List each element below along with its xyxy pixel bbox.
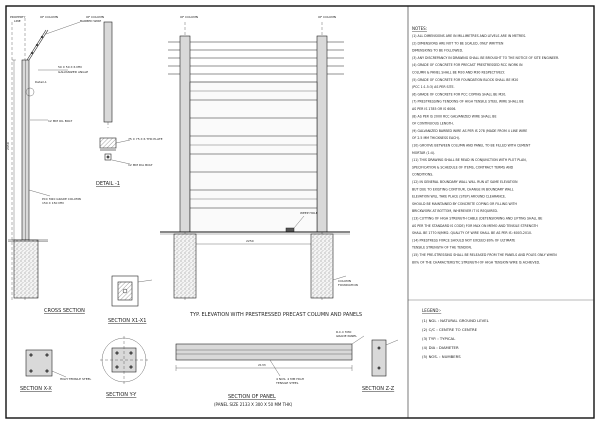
of-column-label-4: OF COLUMN [318,15,336,19]
note-line: (11) THIS DRAWING SHALL BE READ IN CONJU… [412,158,527,162]
of-column-label-1: OF COLUMN [40,15,58,19]
of-column-label-2: OF COLUMN [86,15,104,19]
note-line: TENSILE STRENGTH OF THE TENDON. [411,246,472,250]
angle-size-label: 50 X 50 X 6 MM [58,65,82,69]
section-xx-title: SECTION X-X [20,386,52,392]
cross-section-view: PROPERTY LINE OF COLUMN BARBED WIRE 50 X… [6,15,101,314]
legend-item: (3) TYP. : TYPICAL [422,336,456,341]
note-line: 80% OF THE CHARACTERISTIC STRENGTH OF HI… [412,260,540,264]
legend-item: (2) C/C : CENTRE TO CENTRE [422,327,478,332]
note-line: (6) GRADE OF CONCRETE FOR PCC COPING SHA… [412,92,506,96]
elevation-view: OF COLUMN OF COLUMN WEEP HOLE [160,15,362,318]
panel-size-label: (PANEL SIZE 2133 X 300 X 50 MM THK) [214,402,293,407]
detail-1-title: DETAIL -1 [96,181,120,187]
note-line: CONDITIONS. [412,173,433,177]
note-line: AS PER IS 1785 OR IS 6006. [412,107,456,111]
note-line: OF CONTINUOUS LENGTH. [412,122,454,126]
detail-1-view: OF COLUMN 75 X 75 X 6 THK PLATE 12 MM DI… [86,15,163,187]
legend-block: LEGEND:- (1) NGL : NATURAL GROUND LEVEL (… [422,308,490,359]
section-panel-title: SECTION OF PANEL [228,394,276,400]
hts-label-xx: HIGH TENSILE STEEL [60,377,91,381]
note-line: OF 2.5 MM THICKNESS EACH). [412,136,460,140]
oil-bolt-label: 12 MM OIL BOLT [48,119,72,123]
rcc-m30-label: R.C.C M30 [336,330,352,334]
property-line-label-2: LINE [14,19,21,23]
note-line: (8) AS PER IS 2000 RCC GALVANIZED WIRE S… [412,114,496,118]
legend-item: (5) NOS. : NUMBERS [422,354,461,359]
notes-block: NOTES: (1) ALL DIMENSIONS ARE IN MILLIME… [411,26,559,264]
property-line-label: PROPERTY [10,15,26,19]
note-line: (7) PRESTRESSING TENDONS OF HIGH TENSILE… [412,100,524,104]
pcc-size-label: 150 X 150 MM [42,201,64,205]
elevation-title: TYP. ELEVATION WITH PRESTRESSED PRECAST … [189,312,362,318]
column-foundation-label: COLUMN [338,279,351,283]
dim-2250: 2250 [246,239,254,243]
note-line: (9) GALVANIZED BARBED WIRE AS PER IS 278… [412,129,527,133]
hts-label-panel-2: TENSILE STEEL [275,381,299,385]
cross-section-title: CROSS SECTION [44,308,85,314]
weep-hole-label: WEEP HOLE [300,211,318,215]
note-line: (10) GROOVE BETWEEN COLUMN AND PANEL TO … [412,144,530,148]
note-line: COLUMN & PANEL SHALL BE M30 AND M30 RESP… [412,71,505,75]
note-line: (4) GRADE OF CONCRETE FOR PRECAST PRESTR… [412,63,523,67]
section-xx-view: HIGH TENSILE STEEL SECTION X-X [20,349,91,392]
note-line: (12) IN GENERAL BOUNDARY WALL WILL RUN A… [412,180,518,184]
column-foundation-label-2: FOUNDATION [338,283,358,287]
note-line: SHALL BE 1770 N/MM2. QUALITY OF WIRE SHA… [412,231,532,235]
legend-item: (4) DIA : DIAMETER [422,345,459,350]
section-x1x1-view: SECTION X1-X1 [108,275,153,324]
barbed-wire-label: BARBED WIRE [80,19,101,23]
section-yy-title: SECTION Y-Y [106,392,137,398]
note-line: (3) ANY DISCREPANCY IN DRAWING SHALL BE … [412,56,559,60]
note-line: BUT DUE TO EXISTING CONTOUR, CHANGE IN B… [412,187,514,191]
note-line: (13) CUTTING OF HIGH STRENGTH CABLE (DET… [412,217,542,221]
note-line: MORTAR (1:4). [412,151,435,155]
section-of-panel-view: 2133 R.C.C M30 GRADE PANEL 4 NOS. 4 MM H… [175,330,365,407]
note-line: (5) GRADE OF CONCRETE FOR FOUNDATION BLO… [412,78,518,82]
pcc-grade-label: PCC M20 GRADE COLUMN [42,197,81,201]
note-line: (14) PRESTRESS FORCE SHOULD NOT EXCEED 8… [412,238,515,242]
note-line: SHOULD BE MAINTAINED BY CONCRETE COPING … [412,202,518,206]
legend-item: (1) NGL : NATURAL GROUND LEVEL [422,318,490,323]
legend-title: LEGEND:- [422,308,442,313]
note-line: (15) THE PRE-STRESSING SHALL BE RELEASED… [412,253,557,257]
plate-label: 75 X 75 X 6 THK PLATE [128,137,163,141]
hts-label-panel-1: 4 NOS. 4 MM HIGH [276,377,304,381]
note-line: (2) DIMENSIONS ARE NOT TO BE SCALED, ONL… [412,41,504,45]
note-line: AS PER THE STANDARD IS CODE) FOR MAX ON … [412,224,538,228]
dim-2450: 2450 [6,142,10,150]
note-line: BRICKWORK AT BOTTOM, WHEREVER IT IS REQU… [412,209,498,213]
dim-2133: 2133 [258,363,266,367]
of-column-label-3: OF COLUMN [180,15,198,19]
section-yy-view: SECTION Y-Y [100,336,148,398]
section-zz-view: SECTION Z-Z [362,339,399,392]
note-line: DIMENSIONS TO BE FOLLOWED. [412,49,463,53]
detail-1-tag: Detail-1 [35,80,47,84]
notes-title: NOTES: [412,26,427,31]
galv-angle-label: GALVANIZED ANGLE [58,70,88,74]
note-line: SPECIFICATION & SCHEDULE OF ITEMS, CONTR… [412,165,514,169]
grade-panel-label: GRADE PANEL [336,334,357,338]
section-zz-title: SECTION Z-Z [362,386,395,392]
note-line: (PCC 1:1.5:3) AS PER SITE. [412,85,454,89]
sheet-border [5,5,595,419]
note-line: ELEVATION WILL TAKE PLACE (STEP) AROUND … [412,195,506,199]
note-line: (1) ALL DIMENSIONS ARE IN MILLIMETRES AN… [412,34,526,38]
section-x1x1-title: SECTION X1-X1 [108,318,146,324]
mm-bolt-label: 12 MM DIA BOLT [128,163,153,167]
